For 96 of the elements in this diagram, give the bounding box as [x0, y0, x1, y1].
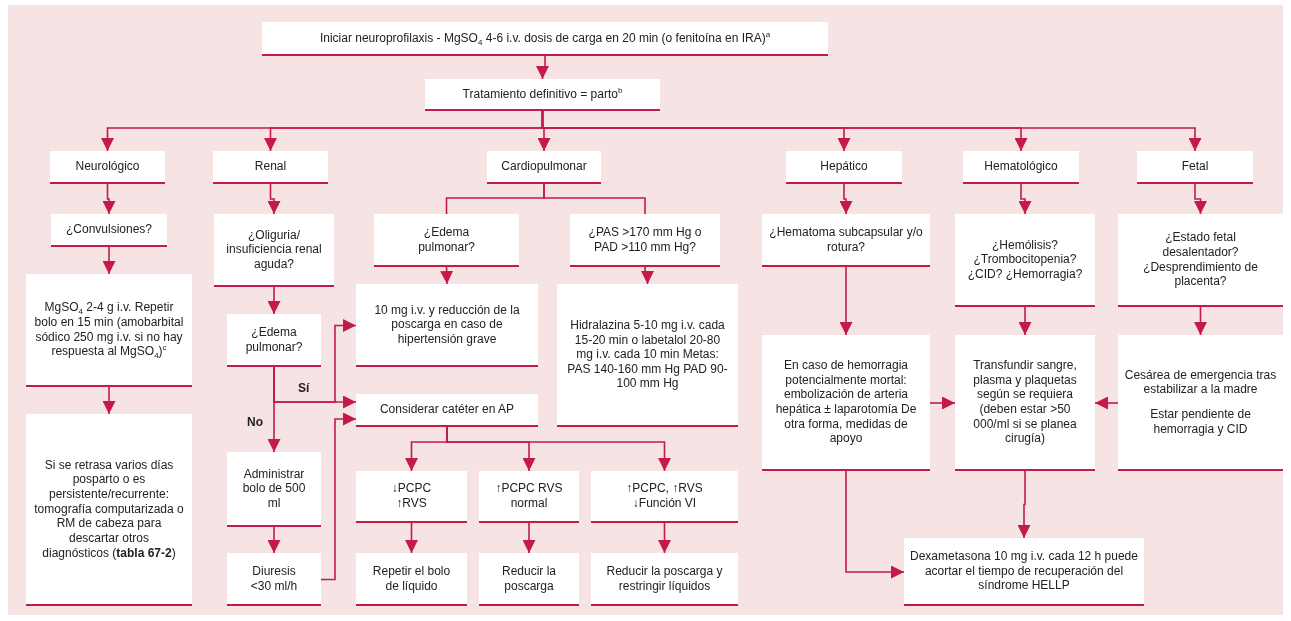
- edge-label: Sí: [298, 381, 310, 395]
- process-box: [51, 214, 167, 247]
- node-text: ¿PAS >170 mm Hg o PAD >110 mm Hg?: [587, 224, 703, 255]
- process-box: [227, 452, 321, 527]
- node-text: Fetal: [1181, 159, 1209, 174]
- node-text: Diuresis <30 ml/h: [249, 563, 299, 594]
- arrow: [446, 426, 671, 472]
- node-text: ¿Hemólisis? ¿Trombocitopenia? ¿CID? ¿Hemorragia?: [966, 237, 1084, 282]
- arrow: [536, 55, 549, 80]
- process-box: [227, 314, 321, 367]
- process-box: [227, 553, 321, 606]
- arrow: [1194, 306, 1207, 336]
- node-text: En caso de hemorragia potencialmente mortal: embolización de arteria hepática ± laparotomía De otra forma, medidas de apoyo: [774, 358, 918, 446]
- node-text: Iniciar neuroprofilaxis - MgSO$_{4}$ 4-6 i.v. dosis de carga en 20 min (o fenitoína en IRA)$^{a}$: [319, 30, 771, 46]
- arrow: [273, 366, 357, 409]
- process-box: [479, 471, 579, 523]
- process-box: [904, 538, 1144, 606]
- arrow: [845, 470, 905, 579]
- step-box: [262, 22, 828, 56]
- category-box: [50, 151, 165, 184]
- arrow: [658, 522, 671, 554]
- step-box: [425, 79, 660, 111]
- arrow: [405, 522, 418, 554]
- node-text: ↑PCPC, ↑RVS ↓Función VI: [625, 481, 704, 511]
- edge-label: No: [247, 415, 263, 429]
- node-text: Cesárea de emergencia tras estabilizar a la madre: [1124, 367, 1277, 397]
- node-text: Repetir el bolo de líquido: [371, 563, 452, 594]
- node-text: Hidralazina 5-10 mg i.v. cada 15-20 min o labetalol 20-80 mg i.v. cada 10 min Metas: PAS 140-160 mm Hg PAD 90-100 mm Hg: [566, 317, 729, 392]
- node-text: ¿Estado fetal desalentador? ¿Desprendimiento de placenta?: [1142, 230, 1259, 289]
- process-box: [356, 394, 538, 427]
- node-text: MgSO$_{4}$ 2-4 g i.v. Repetir bolo en 15 min (amobarbital sódico 250 mg i.v. si no hay respuesta al MgSO$_{4}$)$^{c}$: [33, 300, 185, 359]
- process-box: [955, 335, 1095, 471]
- node-text: ¿Oliguria/ insuficiencia renal aguda?: [225, 227, 323, 272]
- process-box: [955, 214, 1095, 307]
- process-box: [356, 553, 467, 606]
- process-box: [26, 414, 192, 606]
- arrow: [839, 266, 853, 336]
- process-box: [591, 553, 738, 606]
- category-box: [963, 151, 1079, 184]
- category-box: [213, 151, 328, 184]
- arrow: [541, 110, 1202, 152]
- arrow: [267, 183, 281, 215]
- node-text: Administrar bolo de 500 ml: [241, 466, 307, 511]
- node-text: Neurológico: [75, 159, 140, 174]
- arrow: [839, 183, 853, 215]
- process-box: [374, 214, 519, 267]
- arrow: [1194, 183, 1207, 215]
- arrow: [1018, 306, 1032, 336]
- arrow: [1094, 396, 1119, 410]
- node-text: Hematológico: [984, 159, 1058, 174]
- process-box: [356, 471, 467, 523]
- node-text: Hepático: [820, 159, 868, 174]
- node-text: Reducir la poscarga: [501, 563, 557, 594]
- arrow: [102, 183, 116, 215]
- category-box: [487, 151, 601, 184]
- arrow: [641, 266, 654, 285]
- node-text: ¿Convulsiones?: [65, 222, 152, 237]
- arrow: [102, 246, 116, 275]
- arrow: [929, 396, 956, 410]
- arrow: [1018, 183, 1032, 215]
- node-text: Renal: [254, 159, 287, 174]
- process-box: [570, 214, 720, 267]
- node-text: Reducir la poscarga y restringir líquidos: [605, 563, 724, 594]
- node-text: Considerar catéter en AP: [379, 402, 515, 417]
- node-text: ¿Edema pulmonar?: [417, 224, 476, 255]
- process-box: [26, 274, 192, 387]
- node-text: ↓PCPC ↑RVS: [390, 481, 433, 511]
- category-box: [1137, 151, 1253, 184]
- process-box: [479, 553, 579, 606]
- arrow: [522, 522, 536, 554]
- process-box: [356, 284, 538, 367]
- node-text: 10 mg i.v. y reducción de la poscarga en caso de hipertensión grave: [373, 302, 521, 347]
- node-text: ¿Edema pulmonar?: [244, 324, 304, 355]
- process-box: [1118, 214, 1283, 307]
- node-text: Tratamiento definitivo = parto$^{b}$: [462, 86, 623, 102]
- node-text: ¿Hematoma subcapsular y/o rotura?: [768, 224, 924, 255]
- process-box: [762, 335, 930, 471]
- node-text: Estar pendiente de hemorragia y CID: [1149, 407, 1252, 437]
- category-box: [786, 151, 902, 184]
- node-text: Transfundir sangre, plasma y plaquetas según se requiera (deben estar >50 000/ml si se planea cirugía): [972, 358, 1078, 446]
- node-text: Si se retrasa varios días posparto o es persistente/recurrente: tomografía computarizada o RM de cabeza para descartar otros diagnósticos (tabla 67-2): [34, 457, 184, 561]
- node-text: Dexametasona 10 mg i.v. cada 12 h puede acortar el tiempo de recuperación del síndrome HELLP: [910, 549, 1138, 593]
- process-box: [214, 214, 334, 287]
- node-text: Cardiopulmonar: [501, 159, 587, 174]
- arrow: [1017, 470, 1031, 539]
- arrow: [267, 526, 281, 554]
- process-box: [1118, 335, 1283, 471]
- arrow: [440, 266, 454, 285]
- process-box: [557, 284, 738, 427]
- arrow: [102, 386, 116, 415]
- connector-line: [543, 183, 646, 215]
- arrow: [320, 412, 357, 581]
- process-box: [591, 471, 738, 523]
- arrow: [267, 286, 281, 315]
- node-text: ↑PCPC RVS normal: [494, 481, 564, 511]
- process-box: [762, 214, 930, 267]
